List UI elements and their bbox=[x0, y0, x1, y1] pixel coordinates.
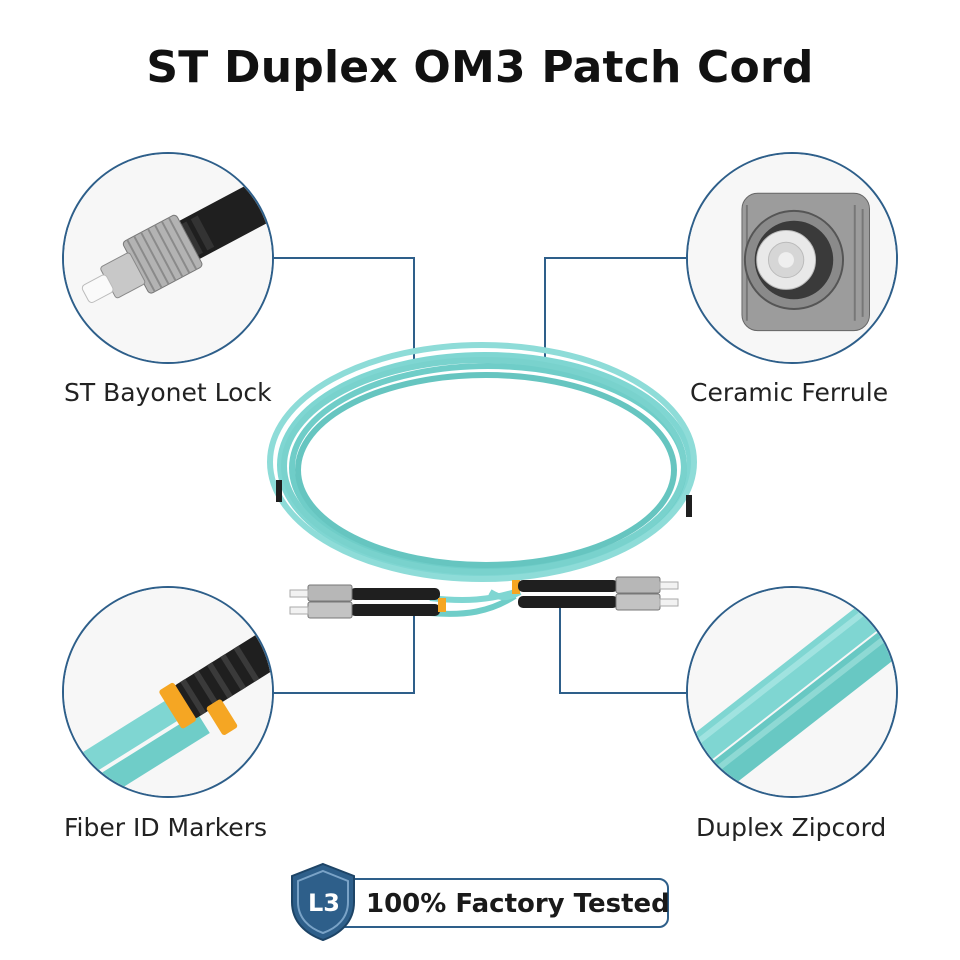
feature-circle-st-bayonet-lock bbox=[62, 152, 274, 364]
feature-circle-ceramic-ferrule bbox=[686, 152, 898, 364]
st-connector-closeup-icon bbox=[64, 154, 272, 362]
feature-label-ceramic-ferrule: Ceramic Ferrule bbox=[690, 378, 889, 407]
feature-label-duplex-zipcord: Duplex Zipcord bbox=[696, 813, 887, 842]
badge-pill bbox=[333, 878, 669, 928]
page-title: ST Duplex OM3 Patch Cord bbox=[146, 42, 814, 93]
feature-label-fiber-id-markers: Fiber ID Markers bbox=[64, 813, 267, 842]
shield-label: L3 bbox=[308, 889, 340, 917]
shield-icon bbox=[291, 862, 355, 942]
factory-tested-badge: L3 100% Factory Tested bbox=[288, 862, 678, 942]
badge-text: 100% Factory Tested bbox=[366, 889, 670, 919]
ferrule-endface-icon bbox=[688, 154, 896, 362]
feature-circle-duplex-zipcord bbox=[686, 586, 898, 798]
feature-circle-fiber-id-markers bbox=[62, 586, 274, 798]
fiber-id-marker-icon bbox=[64, 588, 272, 796]
zipcord-cable-icon bbox=[688, 588, 896, 796]
feature-label-st-bayonet-lock: ST Bayonet Lock bbox=[64, 378, 272, 407]
patch-cord-image bbox=[267, 342, 697, 619]
